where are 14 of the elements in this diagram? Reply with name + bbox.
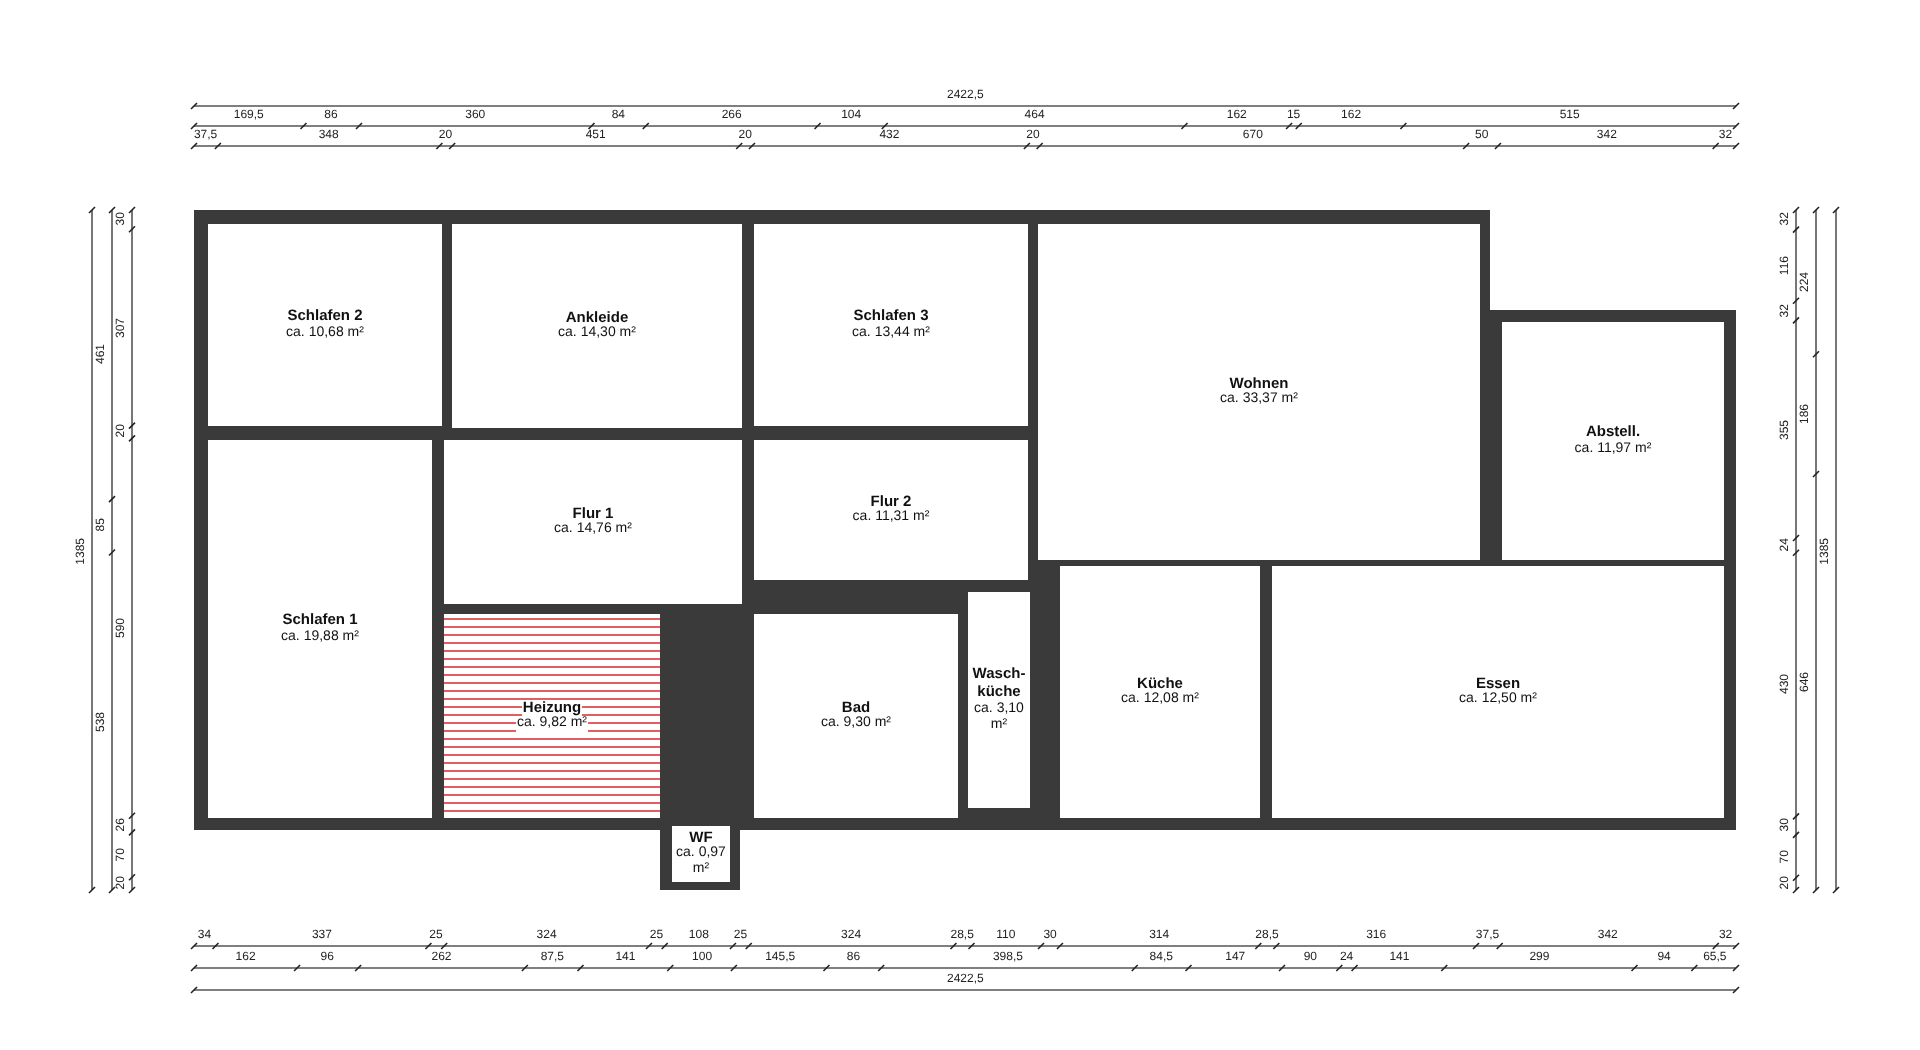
room (208, 224, 442, 426)
room (754, 440, 1028, 580)
room (1038, 224, 1480, 560)
room (754, 614, 958, 818)
room (1502, 322, 1724, 560)
room (452, 224, 742, 428)
room (444, 440, 742, 604)
room (444, 614, 660, 818)
room (1272, 566, 1724, 818)
room (968, 592, 1030, 808)
room (208, 440, 432, 818)
room (672, 826, 730, 882)
room (754, 224, 1028, 426)
room (1060, 566, 1260, 818)
